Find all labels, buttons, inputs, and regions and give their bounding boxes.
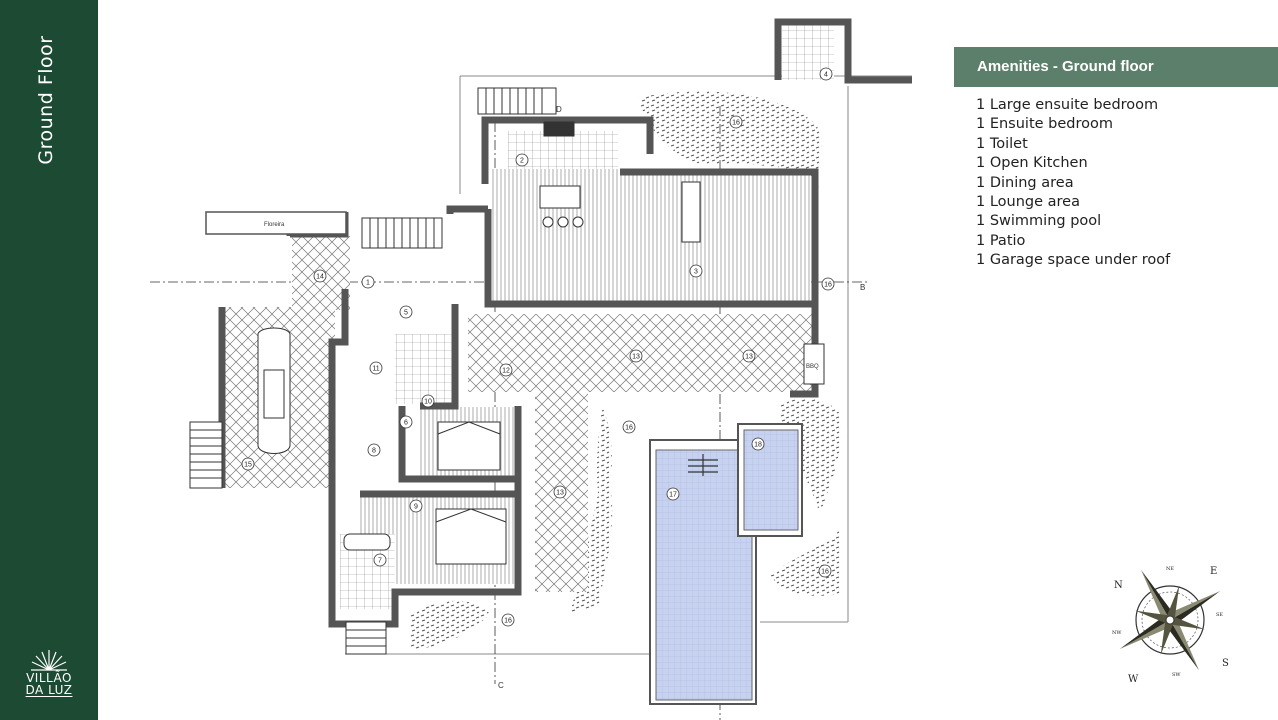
section-markers: B C D — [498, 105, 865, 690]
room-marker-circle — [399, 305, 413, 319]
room-number-label: 13 — [632, 354, 640, 361]
amenity-item: 1 Ensuite bedroom — [976, 116, 1114, 133]
room-number-label: 16 — [625, 425, 633, 432]
room-number-label: 15 — [244, 462, 252, 469]
room-number-label: 5 — [404, 310, 408, 317]
room-marker-circle — [629, 349, 643, 363]
room-number-label: 1 — [366, 280, 370, 287]
room-marker-circle — [742, 349, 756, 363]
walls — [218, 18, 912, 628]
room-marker-circle — [369, 361, 383, 375]
room-marker-circle — [689, 264, 703, 278]
sun-rays-icon — [31, 650, 67, 671]
room-marker-circle — [515, 153, 529, 167]
plot-boundary — [345, 75, 912, 655]
room-marker-circle — [241, 457, 255, 471]
amenity-item: 1 Lounge area — [976, 194, 1080, 211]
compass-sw: SW — [1172, 672, 1181, 678]
room-marker-circle — [399, 415, 413, 429]
amenities-header: Amenities - Ground floor — [954, 47, 1278, 87]
section-d-label: D — [556, 105, 562, 114]
room-marker-circle — [818, 564, 832, 578]
room-marker-circle — [729, 115, 743, 129]
logo-text-line1: VILLÃO — [26, 671, 72, 685]
room-marker-circle — [501, 613, 515, 627]
bbq-unit — [803, 343, 825, 385]
amenity-item: 1 Patio — [976, 232, 1026, 249]
compass-nw: NW — [1112, 630, 1122, 636]
amenity-item: 1 Large ensuite bedroom — [976, 97, 1159, 113]
compass-w: W — [1128, 674, 1139, 685]
room-marker-circle — [367, 443, 381, 457]
kitchen-island — [539, 185, 581, 209]
room-marker-circle — [666, 487, 680, 501]
room-marker-circle — [821, 277, 835, 291]
room-number-label: 8 — [372, 448, 376, 455]
floreira-planter: Floreira — [205, 211, 347, 235]
room-marker-circle — [553, 485, 567, 499]
villa-logo: VILLÃO DA LUZ — [14, 648, 84, 696]
compass-n: N — [1114, 580, 1123, 591]
lounge-floor — [490, 169, 810, 304]
room-number-label: 10 — [424, 399, 432, 406]
room-number-label: 3 — [694, 269, 698, 276]
furniture: BBQ — [257, 121, 825, 565]
sidebar: Ground Floor VILLÃO DA LUZ — [0, 0, 98, 720]
amenity-item: 1 Dining area — [976, 174, 1074, 191]
floreira-label: Floreira — [264, 222, 285, 228]
garden-areas — [410, 91, 841, 649]
room-marker-circle — [819, 67, 833, 81]
toilet-floor — [395, 334, 455, 404]
amenity-item: 1 Swimming pool — [976, 213, 1102, 230]
room-number-label: 16 — [504, 618, 512, 625]
room-number-label: 17 — [669, 492, 677, 499]
room-number-label: 13 — [556, 490, 564, 497]
room-marker-circle — [751, 437, 765, 451]
room-number-label: 9 — [414, 504, 418, 511]
bed-1 — [437, 421, 501, 471]
compass-s: S — [1222, 658, 1229, 669]
room-marker-circle — [313, 269, 327, 283]
patio-floor — [468, 314, 812, 592]
room-number-label: 13 — [745, 354, 753, 361]
garage-car — [257, 327, 291, 454]
stairs — [189, 87, 557, 655]
room-number-label: 16 — [821, 569, 829, 576]
room-number-label: 6 — [404, 420, 408, 427]
room-number-label: 12 — [502, 368, 510, 375]
swimming-pools — [649, 423, 803, 705]
compass-se: SE — [1216, 612, 1223, 618]
room-number-label: 18 — [754, 442, 762, 449]
compass-ne: NE — [1166, 566, 1174, 572]
amenity-item: 1 Open Kitchen — [976, 155, 1088, 172]
room-number-label: 16 — [732, 120, 740, 127]
room-number-label: 16 — [824, 282, 832, 289]
room-marker-circle — [373, 553, 387, 567]
compass-rose-icon: N E S W NE SE SW NW — [1112, 566, 1229, 685]
kids-pool — [743, 429, 799, 531]
room-marker-circle — [361, 275, 375, 289]
section-b-label: B — [860, 283, 865, 292]
room-number-label: 11 — [372, 366, 379, 373]
amenity-item: 1 Toilet — [976, 135, 1028, 152]
room-number-label: 7 — [378, 558, 382, 565]
room-number-label: 4 — [824, 72, 828, 79]
room-number-label: 14 — [316, 274, 324, 281]
bbq-label: BBQ — [806, 364, 819, 370]
sidebar-title: Ground Floor — [35, 35, 57, 165]
section-c-label: C — [498, 681, 504, 690]
bed-2 — [435, 508, 507, 565]
bathtub — [343, 533, 391, 551]
room-marker-circle — [499, 363, 513, 377]
room-marker-circle — [622, 420, 636, 434]
amenity-item: 1 Garage space under roof — [976, 252, 1171, 269]
room-marker-circle — [421, 394, 435, 408]
room-marker-circle — [409, 499, 423, 513]
compass-e: E — [1210, 566, 1217, 577]
logo-text-line2: DA LUZ — [25, 683, 73, 697]
room-number-label: 2 — [520, 158, 524, 165]
amenities-list: 1 Large ensuite bedroom 1 Ensuite bedroo… — [976, 96, 1170, 271]
ground-floor-plan: B C D Floreira — [150, 18, 912, 720]
